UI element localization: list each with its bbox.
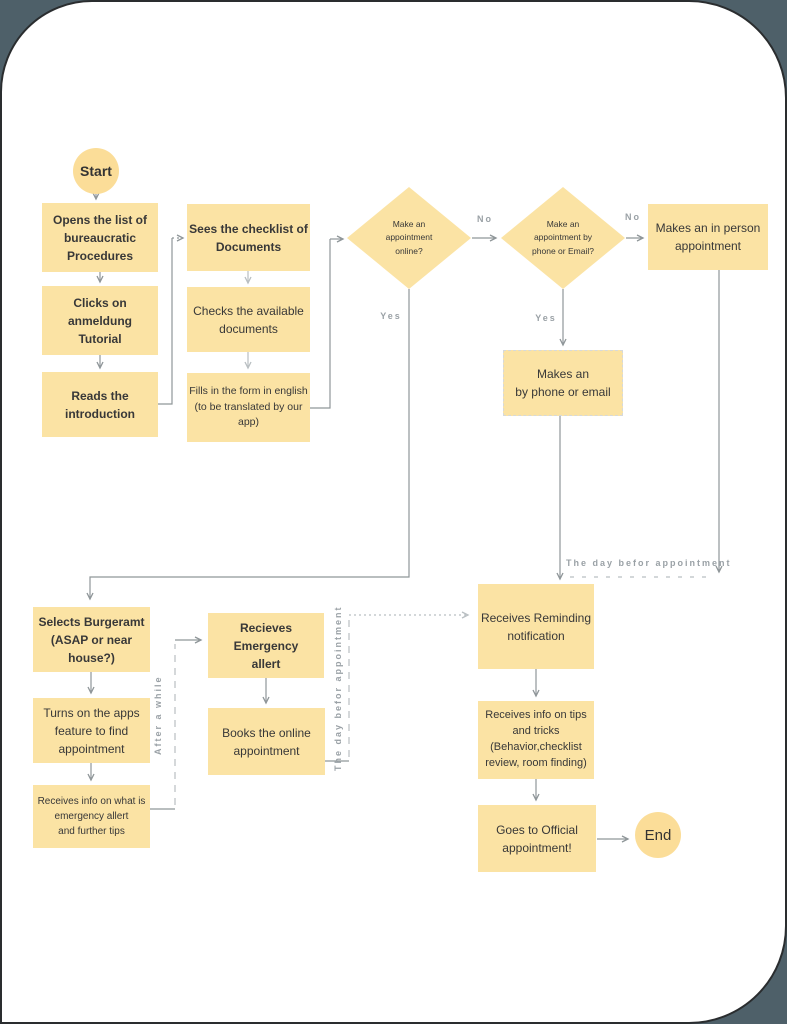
node-selects-burgeramt[interactable]: Selects Burgeramt (ASAP or near house?)	[33, 607, 150, 672]
node-checks-documents[interactable]: Checks the available documents	[187, 287, 310, 352]
node-fills-form[interactable]: Fills in the form in english (to be tran…	[187, 373, 310, 442]
node-receives-reminding[interactable]: Receives Reminding notification	[478, 584, 594, 669]
edge-label-no-2: No	[625, 212, 641, 222]
edge-label-yes-1: Yes	[380, 311, 402, 321]
end-terminal[interactable]: End	[635, 812, 681, 858]
node-sees-checklist[interactable]: Sees the checklist of Documents	[187, 204, 310, 271]
edge-label-day-before-vertical: The day befor appointment	[333, 605, 343, 771]
node-recieves-emergency-allert[interactable]: Recieves Emergency allert	[208, 613, 324, 678]
node-books-online[interactable]: Books the online appointment	[208, 708, 325, 775]
node-receives-tips[interactable]: Receives info on tips and tricks (Behavi…	[478, 701, 594, 779]
node-clicks-anmeldung[interactable]: Clicks on anmeldung Tutorial	[42, 286, 158, 355]
node-phone-email[interactable]: Makes an by phone or email	[503, 350, 623, 416]
edge-label-day-before-horizontal: The day befor appointment	[566, 558, 732, 568]
node-reads-introduction[interactable]: Reads the introduction	[42, 372, 158, 437]
node-turns-on-apps[interactable]: Turns on the apps feature to find appoin…	[33, 698, 150, 763]
node-in-person[interactable]: Makes an in person appointment	[648, 204, 768, 270]
start-terminal[interactable]: Start	[73, 148, 119, 194]
node-goes-official[interactable]: Goes to Official appointment!	[478, 805, 596, 872]
edge-label-yes-2: Yes	[535, 313, 557, 323]
edge-label-no-1: No	[477, 214, 493, 224]
edge-label-after-a-while: After a while	[153, 675, 163, 755]
node-receives-info-emergency[interactable]: Receives info on what is emergency aller…	[33, 785, 150, 848]
node-opens-list[interactable]: Opens the list of bureaucratic Procedure…	[42, 203, 158, 272]
